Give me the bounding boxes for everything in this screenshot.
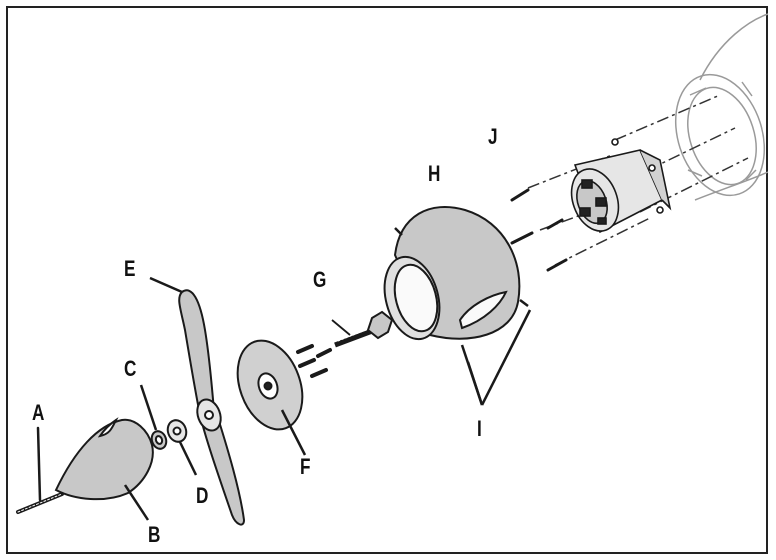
prop-adapter [331, 310, 394, 348]
motor-screws [510, 188, 568, 272]
spinner-backplate [236, 339, 307, 456]
label-f: F [300, 454, 311, 479]
adapter-screws [296, 344, 332, 378]
nut-and-washer [139, 384, 198, 476]
leader-lines-i [460, 309, 532, 406]
label-e: E [124, 256, 136, 281]
fuselage-nose [674, 13, 769, 201]
label-i: I [477, 416, 482, 441]
label-d: D [196, 483, 209, 508]
motor [570, 138, 672, 234]
cowling [383, 206, 529, 341]
label-c: C [124, 356, 137, 381]
label-j: J [488, 124, 498, 149]
spinner-bolt [16, 426, 64, 514]
label-g: G [313, 267, 327, 292]
label-h: H [428, 161, 441, 186]
propeller [149, 276, 246, 526]
label-b: B [148, 522, 161, 547]
spinner-cone [54, 417, 154, 521]
label-a: A [32, 400, 45, 425]
